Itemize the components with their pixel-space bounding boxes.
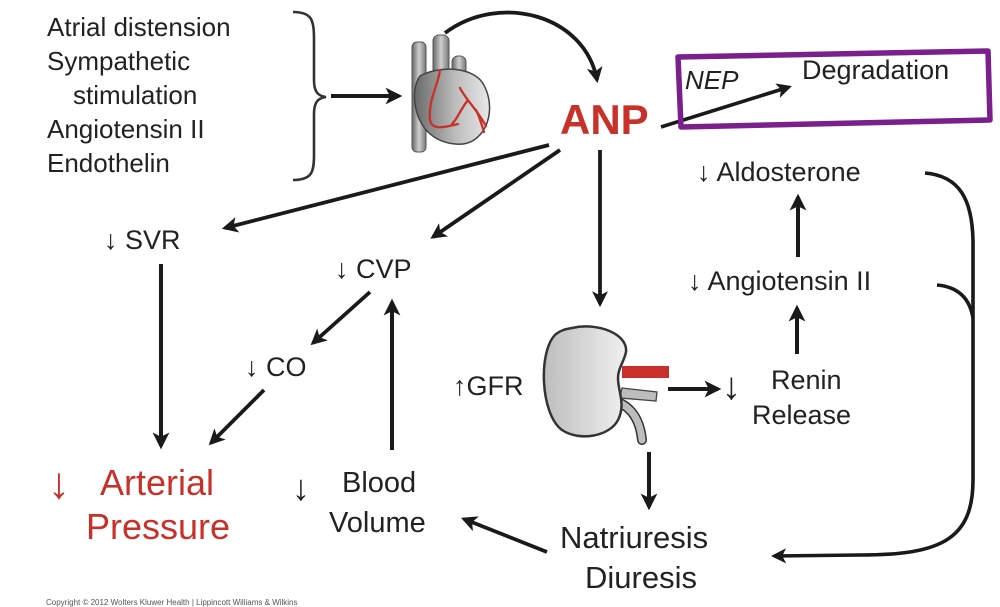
gfr-label: ↑GFR bbox=[453, 371, 524, 401]
stimulus-sympathetic: Sympathetic bbox=[47, 46, 191, 76]
degradation-highlight-box bbox=[675, 48, 993, 130]
anp-label: ANP bbox=[560, 96, 649, 143]
arterial-pressure-line2: Pressure bbox=[86, 506, 231, 547]
svr-label: ↓ SVR bbox=[104, 225, 181, 255]
arrow-heart-to-anp bbox=[443, 10, 603, 84]
arterial-pressure-line1: Arterial bbox=[100, 462, 215, 503]
blood-volume-line2: Volume bbox=[329, 507, 426, 539]
stimulus-endothelin: Endothelin bbox=[47, 148, 170, 178]
blood-volume-line1: Blood bbox=[342, 467, 417, 499]
renin-label-line1: Renin bbox=[771, 365, 842, 395]
arrow-co-to-pressure bbox=[208, 388, 266, 446]
cvp-label: ↓ CVP bbox=[335, 254, 412, 284]
arrow-cvp-to-co bbox=[310, 290, 372, 346]
arrow-aldosterone-to-natriuresis bbox=[770, 171, 975, 564]
arrow-natriuresis-to-volume bbox=[461, 516, 548, 554]
diuresis-label: Diuresis bbox=[585, 560, 697, 595]
arrow-anp-to-svr bbox=[221, 143, 550, 233]
natriuresis-label: Natriuresis bbox=[560, 520, 709, 555]
renin-label-line2: Release bbox=[752, 400, 852, 430]
stimulus-angiotensin-ii: Angiotensin II bbox=[47, 114, 205, 144]
arterial-pressure-down-arrow: ↓ bbox=[48, 459, 70, 508]
kidney-icon bbox=[542, 325, 669, 445]
connector-angiotensin-to-feedback bbox=[936, 283, 975, 319]
degradation-label: Degradation bbox=[802, 55, 950, 85]
renin-down-arrow: ↓ bbox=[722, 366, 741, 408]
stimulus-stimulation: stimulation bbox=[73, 80, 198, 110]
stimuli-brace bbox=[292, 10, 327, 182]
arrow-anp-to-cvp bbox=[430, 148, 562, 239]
heart-icon bbox=[411, 34, 491, 153]
copyright-notice: Copyright © 2012 Wolters Kluwer Health |… bbox=[46, 598, 298, 607]
angiotensin-label: ↓ Angiotensin II bbox=[688, 266, 872, 296]
aldosterone-label: ↓ Aldosterone bbox=[697, 157, 861, 187]
nep-label: NEP bbox=[685, 65, 739, 95]
co-label: ↓ CO bbox=[245, 352, 307, 382]
stimulus-atrial-distension: Atrial distension bbox=[47, 12, 231, 42]
blood-volume-down-arrow: ↓ bbox=[292, 467, 310, 508]
